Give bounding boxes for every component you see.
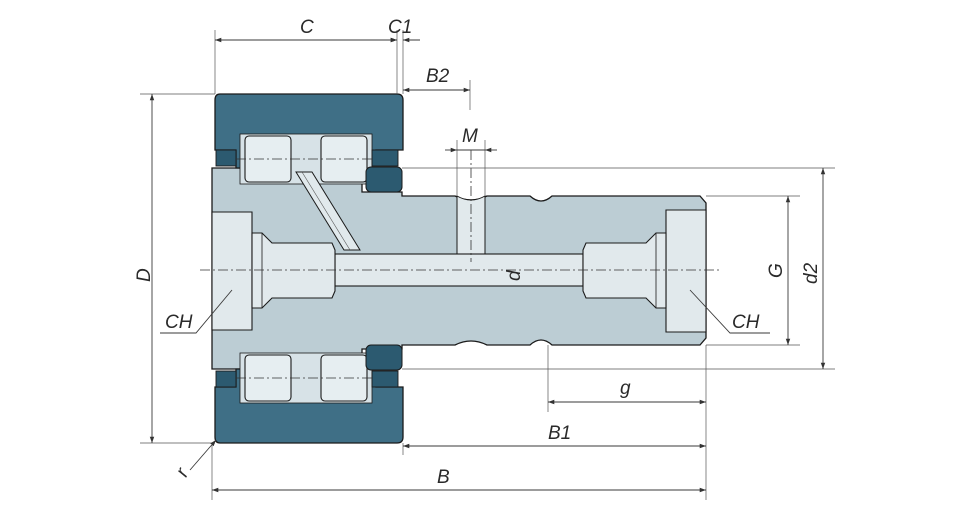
label-d2: d2 bbox=[801, 262, 822, 284]
thrust-washer-lower bbox=[365, 344, 403, 371]
hex-socket-right-step bbox=[582, 232, 667, 309]
seal-right-lower bbox=[371, 370, 399, 388]
label-M: M bbox=[462, 126, 478, 147]
lube-hole-hatch bbox=[301, 171, 351, 251]
lube-hole-diagonal bbox=[295, 171, 361, 251]
hex-socket-right bbox=[665, 209, 707, 333]
label-B1: B1 bbox=[548, 423, 571, 444]
thrust-washer-upper bbox=[365, 166, 403, 193]
label-B: B bbox=[437, 467, 450, 488]
label-C1: C1 bbox=[388, 17, 412, 38]
label-C: C bbox=[300, 17, 314, 38]
hex-socket-left bbox=[211, 211, 253, 331]
hex-socket-left-step bbox=[251, 232, 336, 309]
seal-left-lower bbox=[215, 370, 237, 388]
label-d: d bbox=[504, 269, 525, 281]
label-r: r bbox=[172, 464, 194, 480]
label-D: D bbox=[134, 268, 155, 282]
label-B2: B2 bbox=[426, 66, 450, 87]
seal-right-upper bbox=[371, 149, 399, 167]
seal-left-upper bbox=[215, 149, 237, 167]
label-G: G bbox=[766, 263, 787, 278]
label-CH-right: CH bbox=[732, 312, 760, 333]
label-CH-left: CH bbox=[165, 312, 193, 333]
label-g: g bbox=[620, 378, 631, 399]
